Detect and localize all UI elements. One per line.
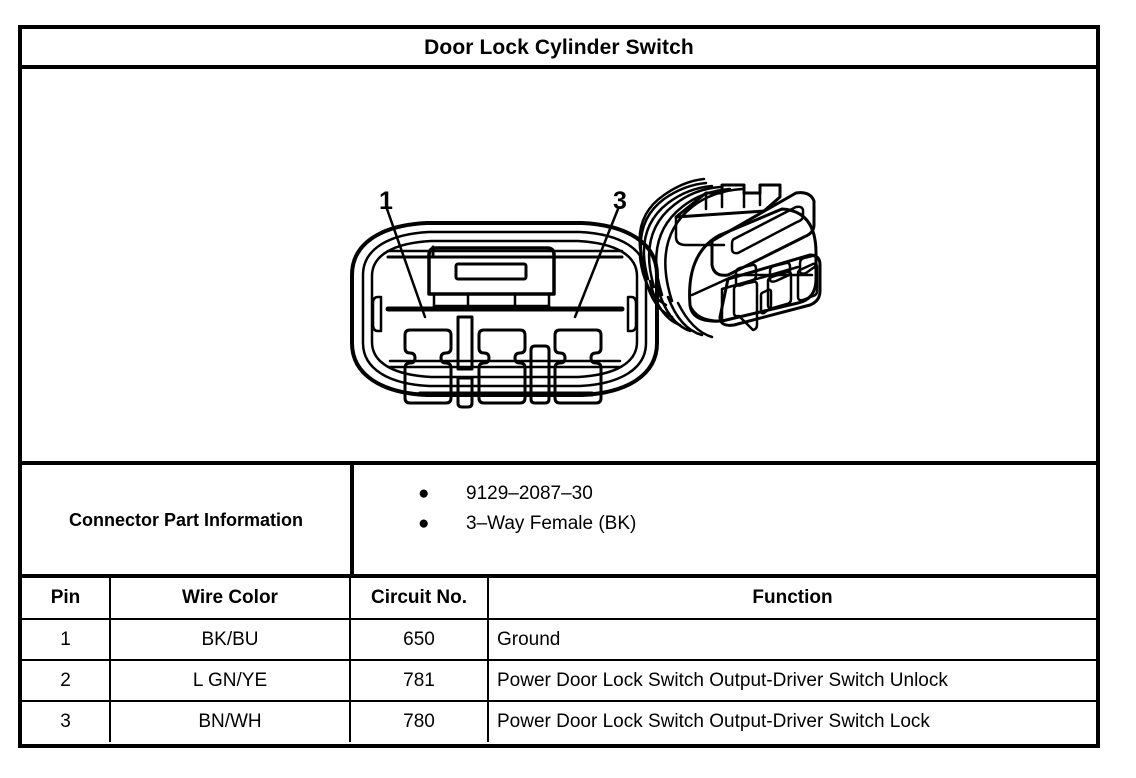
housing-contour-2 — [361, 230, 648, 388]
connector-part-information-label: Connector Part Information — [68, 509, 303, 530]
title-bar: Door Lock Cylinder Switch — [22, 29, 1096, 69]
seal-rib-1 — [638, 177, 706, 261]
table-row: 3 BN/WH 780 Power Door Lock Switch Outpu… — [22, 700, 1096, 742]
cavity-pin-2 — [477, 328, 527, 405]
callout-label-pin-1: 1 — [379, 187, 393, 215]
connector-part-information-row: Connector Part Information ● 9129–2087–3… — [22, 465, 1096, 578]
connector-isometric-view — [638, 177, 822, 339]
callout-leaders — [385, 207, 620, 319]
list-item: ● 9129–2087–30 — [354, 479, 1096, 509]
callout-label-pin-3: 3 — [613, 187, 627, 215]
iso-body-top-facet — [690, 273, 814, 297]
cavity-pin-3 — [553, 328, 603, 405]
connector-illustration-area: 1 3 — [22, 69, 1096, 465]
right-side-notch — [626, 295, 638, 333]
column-header-pin: Pin — [22, 578, 111, 620]
cell-wire-color: L GN/YE — [109, 659, 351, 702]
table-row: 2 L GN/YE 781 Power Door Lock Switch Out… — [22, 659, 1096, 702]
iso-latch-lever — [710, 191, 816, 277]
housing-contour-3 — [370, 239, 639, 379]
seal-rib-2 — [639, 181, 708, 271]
seal-rib-back-5 — [666, 295, 704, 337]
page-title: Door Lock Cylinder Switch — [424, 35, 694, 59]
iso-latch-window — [730, 205, 805, 255]
left-side-notch — [371, 295, 383, 333]
connector-part-number: 9129–2087–30 — [466, 483, 593, 504]
cell-circuit-no: 781 — [349, 659, 489, 702]
iso-cavity-1-body — [732, 280, 759, 332]
cavity-pin-1 — [403, 328, 453, 405]
leader-line-pin-3 — [573, 207, 620, 319]
cell-circuit-no: 650 — [349, 618, 489, 661]
seal-rib-3 — [642, 184, 714, 281]
seal-rib-back-4 — [656, 287, 692, 333]
latch-window — [454, 262, 528, 281]
column-header-wire-color: Wire Color — [109, 578, 351, 620]
key-slot-upper — [456, 315, 474, 371]
cell-function: Power Door Lock Switch Output-Driver Swi… — [487, 659, 1096, 702]
list-item: ● 3–Way Female (BK) — [354, 509, 1096, 539]
table-row: 1 BK/BU 650 Ground — [22, 618, 1096, 661]
column-header-function: Function — [487, 578, 1096, 620]
bullet-icon: ● — [418, 483, 430, 504]
seal-rib-back-6 — [676, 301, 714, 339]
seal-rib-4 — [647, 185, 722, 289]
connector-front-view — [350, 221, 659, 409]
connector-illustration-svg: 1 3 — [350, 177, 822, 409]
column-header-circuit-no: Circuit No. — [349, 578, 489, 620]
key-slot-middle — [529, 344, 551, 405]
diagram-frame: Door Lock Cylinder Switch — [18, 25, 1100, 748]
cell-wire-color: BN/WH — [109, 700, 351, 742]
iso-key-slot — [759, 288, 773, 315]
connector-part-information-value-cell: ● 9129–2087–30 ● 3–Way Female (BK) — [354, 465, 1096, 574]
iso-bottom-contour — [688, 303, 722, 323]
key-slot-lower — [456, 376, 474, 409]
latch-body — [427, 246, 556, 296]
connector-part-information-list: ● 9129–2087–30 ● 3–Way Female (BK) — [354, 479, 1096, 539]
cell-function: Ground — [487, 618, 1096, 661]
cell-circuit-no: 780 — [349, 700, 489, 742]
bullet-icon: ● — [418, 513, 430, 534]
pin-function-table: Pin Wire Color Circuit No. Function 1 BK… — [22, 578, 1096, 742]
iso-cavity-3-body — [796, 262, 819, 302]
leader-line-pin-1 — [385, 207, 427, 319]
connector-type-description: 3–Way Female (BK) — [466, 513, 637, 534]
cell-function: Power Door Lock Switch Output-Driver Swi… — [487, 700, 1096, 742]
iso-cavity-2 — [768, 261, 792, 283]
iso-latch-side — [674, 215, 726, 247]
cell-wire-color: BK/BU — [109, 618, 351, 661]
iso-latch-ribs — [704, 191, 762, 211]
cell-pin: 3 — [22, 700, 111, 742]
housing-outer-shell — [350, 221, 659, 397]
connector-part-information-label-cell: Connector Part Information — [22, 465, 354, 574]
iso-latch-top — [674, 183, 782, 219]
cell-pin: 2 — [22, 659, 111, 702]
iso-cavity-3 — [798, 254, 818, 275]
table-header-row: Pin Wire Color Circuit No. Function — [22, 578, 1096, 620]
cell-pin: 1 — [22, 618, 111, 661]
